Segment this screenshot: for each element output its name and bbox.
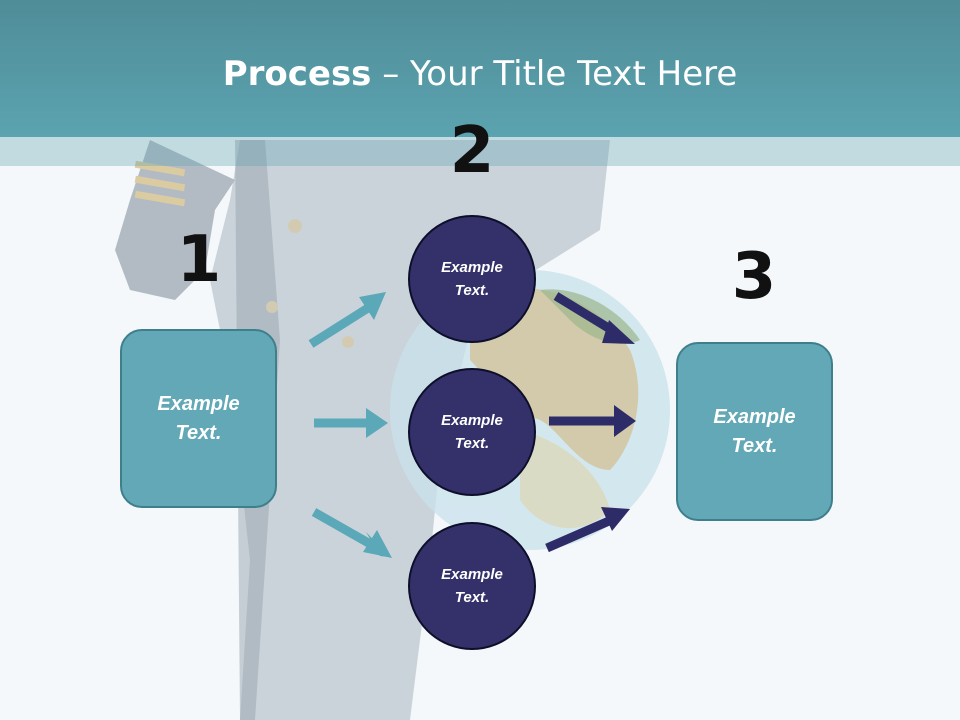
step-number-1: 1 (176, 223, 222, 297)
process-circle-top: Example Text. (408, 215, 536, 343)
slide-title: Process – Your Title Text Here (0, 52, 960, 96)
process-circle-middle-label: Example Text. (441, 412, 503, 452)
header-bar (0, 0, 960, 137)
navy-arrow-down (553, 292, 635, 344)
title-bold: Process (222, 54, 372, 94)
process-box-start: Example Text. (120, 329, 277, 508)
navy-arrow-middle (549, 405, 636, 437)
title-rest: – Your Title Text Here (371, 54, 738, 94)
process-circle-bottom: Example Text. (408, 522, 536, 650)
header-band (0, 137, 960, 166)
teal-arrow-down (311, 508, 392, 558)
process-box-end: Example Text. (676, 342, 833, 521)
step-number-3: 3 (731, 240, 777, 314)
step-number-2: 2 (449, 114, 495, 188)
process-box-start-label: Example Text. (157, 392, 240, 444)
process-box-end-label: Example Text. (713, 405, 796, 457)
process-circle-bottom-label: Example Text. (441, 566, 503, 606)
teal-arrow-middle (314, 408, 388, 438)
teal-arrow-up (308, 292, 386, 348)
process-circle-middle: Example Text. (408, 368, 536, 496)
process-circle-top-label: Example Text. (441, 259, 503, 299)
navy-arrow-up (545, 507, 630, 553)
